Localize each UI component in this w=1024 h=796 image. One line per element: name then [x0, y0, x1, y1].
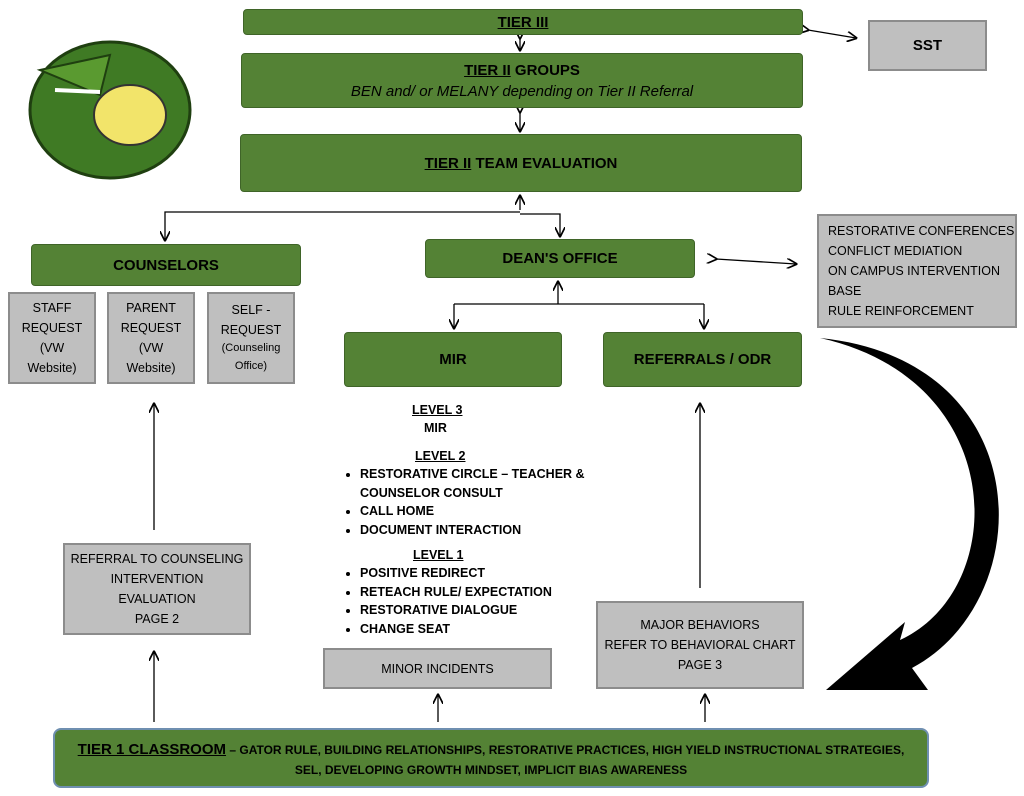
line: (VW — [39, 341, 65, 355]
line: (VW — [138, 341, 164, 355]
tier2-eval-box: TIER II TEAM EVALUATION — [240, 134, 802, 192]
level2-title: LEVEL 2 — [415, 449, 466, 463]
line: INTERVENTION — [110, 572, 204, 586]
level2-item: RESTORATIVE CIRCLE – TEACHER & COUNSELOR… — [360, 465, 590, 502]
service-item: ON CAMPUS INTERVENTION — [828, 264, 1001, 278]
sst-box: SST — [868, 20, 987, 71]
level1-item: CHANGE SEAT — [360, 620, 590, 639]
line: PAGE 3 — [677, 658, 723, 672]
referrals-label: REFERRALS / ODR — [633, 351, 772, 368]
tier2-eval-title: TIER II — [424, 154, 472, 172]
line: Website) — [126, 361, 176, 375]
line: SELF - — [231, 303, 271, 318]
tier2-groups-title: TIER II — [464, 61, 511, 79]
service-item: RULE REINFORCEMENT — [828, 304, 974, 318]
minor-incidents-label: MINOR INCIDENTS — [381, 661, 494, 676]
level2-item: DOCUMENT INTERACTION — [360, 521, 590, 540]
level3-text: MIR — [424, 421, 447, 435]
service-item: BASE — [828, 284, 862, 298]
line: REQUEST — [21, 321, 83, 335]
service-item: RESTORATIVE CONFERENCES — [828, 224, 1015, 238]
line: REQUEST — [120, 321, 182, 335]
gator-logo — [28, 40, 192, 180]
line: MAJOR BEHAVIORS — [640, 618, 760, 632]
counselors-label: COUNSELORS — [113, 256, 219, 274]
level2: LEVEL 2 RESTORATIVE CIRCLE – TEACHER & C… — [340, 447, 590, 539]
line: PARENT — [126, 301, 176, 315]
level1-item: RESTORATIVE DIALOGUE — [360, 601, 590, 620]
line: EVALUATION — [118, 592, 196, 606]
parent-request-box: PARENT REQUEST (VW Website) — [107, 292, 195, 384]
staff-request-box: STAFF REQUEST (VW Website) — [8, 292, 96, 384]
line: STAFF — [32, 301, 72, 315]
level2-item: CALL HOME — [360, 502, 590, 521]
line: Website) — [27, 361, 77, 375]
deans-office-label: DEAN'S OFFICE — [502, 250, 618, 267]
level3: LEVEL 3 MIR — [412, 401, 462, 437]
tier1-box: TIER 1 CLASSROOM – GATOR RULE, BUILDING … — [53, 728, 929, 788]
arrow-to-counselors — [165, 211, 520, 240]
tier3-box: TIER III — [243, 9, 803, 35]
level3-title: LEVEL 3 — [412, 403, 463, 417]
line: REFER TO BEHAVIORAL CHART — [604, 638, 796, 652]
level1-item: POSITIVE REDIRECT — [360, 564, 590, 583]
arrow-dean-services — [716, 259, 796, 264]
line: PAGE 2 — [134, 612, 180, 626]
mir-label: MIR — [439, 351, 467, 368]
deans-office-box: DEAN'S OFFICE — [425, 239, 695, 278]
tier2-eval-title-rest: TEAM EVALUATION — [471, 154, 618, 172]
referrals-box: REFERRALS / ODR — [603, 332, 802, 387]
line: REFERRAL TO COUNSELING — [70, 552, 244, 566]
dean-services-box: RESTORATIVE CONFERENCES CONFLICT MEDIATIO… — [817, 214, 1017, 328]
sst-label: SST — [912, 36, 943, 54]
counselors-box: COUNSELORS — [31, 244, 301, 286]
curved-arrow — [820, 338, 999, 690]
mir-box: MIR — [344, 332, 562, 387]
arrow-to-dean — [520, 213, 560, 236]
tier1-text: – GATOR RULE, BUILDING RELATIONSHIPS, RE… — [226, 743, 905, 777]
line: Office) — [234, 360, 268, 372]
level1-item: RETEACH RULE/ EXPECTATION — [360, 583, 590, 602]
line: (Counseling — [221, 342, 281, 355]
level1-title: LEVEL 1 — [413, 548, 464, 562]
service-item: CONFLICT MEDIATION — [828, 244, 963, 258]
tier1-title: TIER 1 CLASSROOM — [77, 741, 227, 758]
tier2-groups-subtitle: BEN and/ or MELANY depending on Tier II … — [350, 82, 694, 100]
counseling-referral-box: REFERRAL TO COUNSELING INTERVENTION EVALUA… — [63, 543, 251, 635]
level1: LEVEL 1 POSITIVE REDIRECTRETEACH RULE/ E… — [340, 546, 590, 638]
arrow-tier3-sst — [808, 30, 856, 38]
minor-incidents-box: MINOR INCIDENTS — [323, 648, 552, 689]
tier2-groups-title-rest: GROUPS — [510, 61, 580, 79]
line: REQUEST — [220, 323, 282, 338]
major-behaviors-box: MAJOR BEHAVIORS REFER TO BEHAVIORAL CHART… — [596, 601, 804, 689]
tier3-label: TIER III — [497, 13, 549, 31]
tier2-groups-box: TIER II GROUPS BEN and/ or MELANY depend… — [241, 53, 803, 108]
